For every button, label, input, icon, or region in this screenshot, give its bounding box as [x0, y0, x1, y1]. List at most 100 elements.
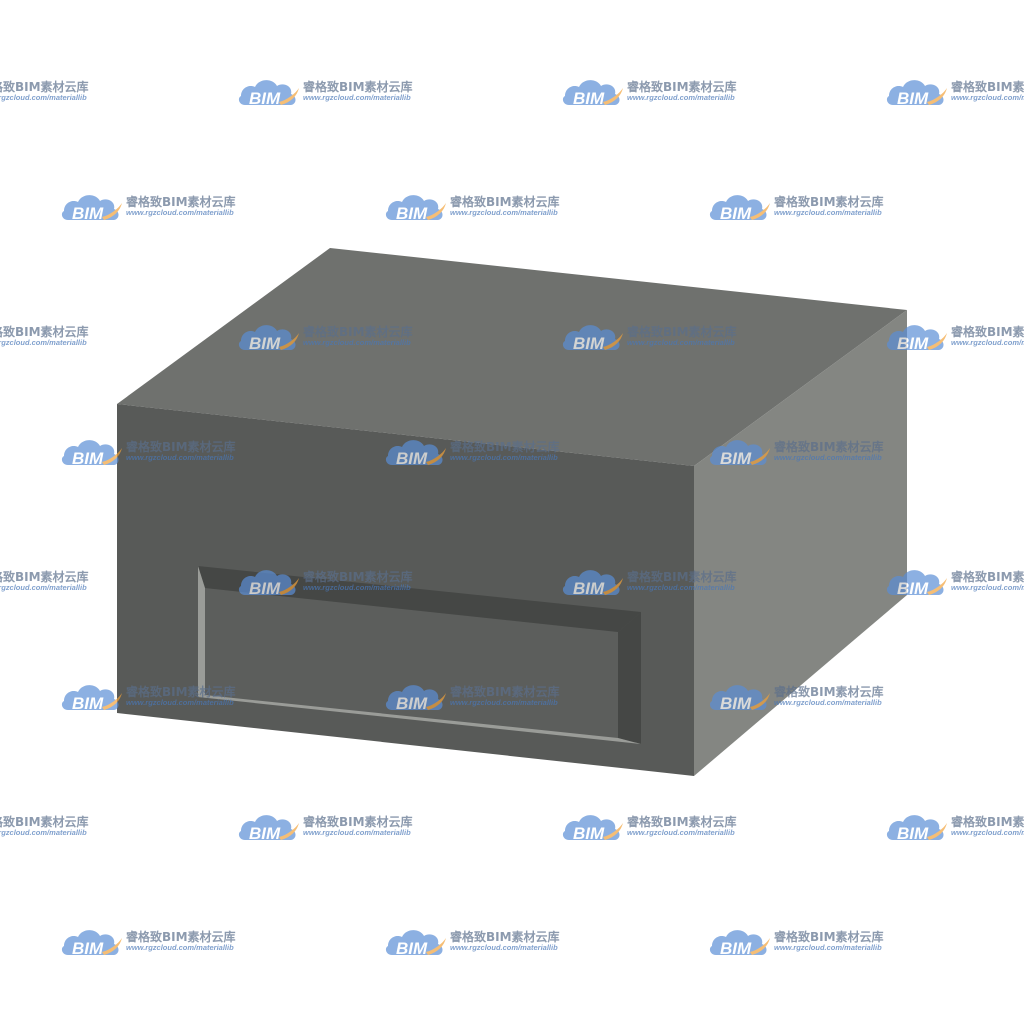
watermark-title: 睿格致BIM素材云库	[126, 194, 236, 209]
swoosh-icon	[102, 203, 122, 220]
watermark-title: 睿格致BIM素材云库	[627, 569, 737, 584]
watermark-url: www.rgzcloud.com/materiallib	[126, 453, 234, 462]
watermark-url: www.rgzcloud.com/materiallib	[303, 338, 411, 347]
watermark-url: www.rgzcloud.com/materiallib	[303, 583, 411, 592]
watermark-logo-text: BIM	[72, 449, 104, 468]
watermark-url: www.rgzcloud.com/materiallib	[0, 583, 87, 592]
watermark-title: 睿格致BIM素材云库	[951, 814, 1024, 829]
watermark-title: 睿格致BIM素材云库	[303, 814, 413, 829]
watermark-title: 睿格致BIM素材云库	[450, 684, 560, 699]
recess-right-bevel	[618, 612, 641, 744]
watermark-logo-text: BIM	[396, 694, 428, 713]
recess-top-bevel	[198, 566, 641, 632]
watermark: BIM睿格致BIM素材云库www.rgzcloud.com/materialli…	[61, 439, 236, 468]
watermark-logo-text: BIM	[573, 89, 605, 108]
watermark-logo-text: BIM	[72, 939, 104, 958]
watermark: BIM睿格致BIM素材云库www.rgzcloud.com/materialli…	[61, 194, 236, 223]
cloud-logo-icon	[61, 930, 119, 955]
watermark-title: 睿格致BIM素材云库	[951, 569, 1024, 584]
cloud-logo-icon	[562, 815, 620, 840]
watermark-logo-text: BIM	[249, 824, 281, 843]
cloud-logo-icon	[61, 685, 119, 710]
watermark-title: 睿格致BIM素材云库	[450, 929, 560, 944]
swoosh-icon	[426, 693, 446, 710]
cloud-logo-icon	[238, 570, 296, 595]
watermark-title: 睿格致BIM素材云库	[303, 569, 413, 584]
cloud-logo-icon	[238, 325, 296, 350]
watermark: BIM睿格致BIM素材云库www.rgzcloud.com/materialli…	[61, 929, 236, 958]
cloud-logo-icon	[385, 195, 443, 220]
swoosh-icon	[750, 203, 770, 220]
cloud-logo-icon	[385, 930, 443, 955]
watermark-logo-text: BIM	[720, 449, 752, 468]
watermark-title: 睿格致BIM素材云库	[627, 814, 737, 829]
watermark-logo-text: BIM	[897, 579, 929, 598]
watermark: BIM睿格致BIM素材云库www.rgzcloud.com/materialli…	[562, 324, 737, 353]
watermark-url: www.rgzcloud.com/materiallib	[0, 828, 87, 837]
watermark-logo-text: BIM	[573, 824, 605, 843]
watermark: BIM睿格致BIM素材云库www.rgzcloud.com/materialli…	[709, 929, 884, 958]
swoosh-icon	[750, 693, 770, 710]
watermark: BIM 睿格致BIM素材云库www.rgzcloud.com/materialli…	[562, 79, 737, 108]
watermark-url: www.rgzcloud.com/materiallib	[774, 698, 882, 707]
swoosh-icon	[279, 333, 299, 350]
swoosh-icon	[603, 578, 623, 595]
swoosh-icon	[426, 938, 446, 955]
swoosh-icon	[102, 693, 122, 710]
watermark-url: www.rgzcloud.com/materiallib	[774, 453, 882, 462]
watermark-logo-text: BIM	[249, 579, 281, 598]
watermark: BIM睿格致BIM素材云库www.rgzcloud.com/materialli…	[886, 79, 1024, 108]
watermark-url: www.rgzcloud.com/materiallib	[627, 828, 735, 837]
watermark-logo-text: BIM	[72, 694, 104, 713]
watermark: BIM睿格致BIM素材云库www.rgzcloud.com/materialli…	[0, 569, 89, 592]
swoosh-icon	[102, 938, 122, 955]
watermark-title: 睿格致BIM素材云库	[774, 684, 884, 699]
swoosh-icon	[603, 88, 623, 105]
watermark: BIM睿格致BIM素材云库www.rgzcloud.com/materialli…	[709, 194, 884, 223]
cloud-logo-icon	[562, 325, 620, 350]
watermark-url: www.rgzcloud.com/materiallib	[303, 93, 411, 102]
watermark-url: www.rgzcloud.com/materiallib	[627, 338, 735, 347]
watermark-logo-text: BIM	[249, 89, 281, 108]
watermark: BIM睿格致BIM素材云库www.rgzcloud.com/materialli…	[0, 814, 89, 837]
watermark: BIM睿格致BIM素材云库www.rgzcloud.com/materialli…	[886, 324, 1024, 353]
watermark-title: 睿格致BIM素材云库	[627, 79, 737, 94]
front-recess-panel	[198, 566, 641, 744]
watermark-url: www.rgzcloud.com/materiallib	[303, 828, 411, 837]
watermark-title: 睿格致BIM素材云库	[126, 684, 236, 699]
box-top-face	[117, 248, 907, 466]
watermark-title: 睿格致BIM素材云库	[303, 79, 413, 94]
watermark: BIM睿格致BIM素材云库www.rgzcloud.com/materialli…	[0, 324, 89, 347]
watermark-url: www.rgzcloud.com/materiallib	[951, 338, 1024, 347]
cloud-logo-icon	[709, 685, 767, 710]
watermark-url: www.rgzcloud.com/materiallib	[450, 698, 558, 707]
cloud-logo-icon	[886, 815, 944, 840]
watermark-logo-text: BIM	[72, 204, 104, 223]
cloud-logo-icon	[709, 930, 767, 955]
watermark: BIM睿格致BIM素材云库www.rgzcloud.com/materialli…	[886, 814, 1024, 843]
watermark-title: 睿格致BIM素材云库	[0, 814, 89, 829]
watermark-logo-text: BIM	[573, 579, 605, 598]
watermark-title: 睿格致BIM素材云库	[303, 324, 413, 339]
watermark-title: 睿格致BIM素材云库	[774, 439, 884, 454]
watermark-url: www.rgzcloud.com/materiallib	[126, 698, 234, 707]
watermark-url: www.rgzcloud.com/materiallib	[774, 208, 882, 217]
cloud-logo-icon	[886, 80, 944, 105]
watermark: BIM 睿格致BIM素材云库www.rgzcloud.com/materialli…	[238, 569, 413, 598]
watermark-url: www.rgzcloud.com/materiallib	[450, 208, 558, 217]
watermark-url: www.rgzcloud.com/materiallib	[627, 93, 735, 102]
watermark: BIM 睿格致BIM素材云库www.rgzcloud.com/materialli…	[238, 79, 413, 108]
watermark-title: 睿格致BIM素材云库	[0, 324, 89, 339]
watermark-title: 睿格致BIM素材云库	[774, 929, 884, 944]
watermark: BIM睿格致BIM素材云库www.rgzcloud.com/materialli…	[709, 684, 884, 713]
cloud-logo-icon	[886, 325, 944, 350]
watermark-url: www.rgzcloud.com/materiallib	[0, 93, 87, 102]
watermark-logo-text: BIM	[720, 204, 752, 223]
watermark-url: www.rgzcloud.com/materiallib	[450, 453, 558, 462]
watermark-title: 睿格致BIM素材云库	[627, 324, 737, 339]
watermark: BIM睿格致BIM素材云库www.rgzcloud.com/materialli…	[238, 324, 413, 353]
watermark-url: www.rgzcloud.com/materiallib	[450, 943, 558, 952]
swoosh-icon	[927, 88, 947, 105]
watermark-title: 睿格致BIM素材云库	[0, 569, 89, 584]
watermark-title: 睿格致BIM素材云库	[126, 929, 236, 944]
